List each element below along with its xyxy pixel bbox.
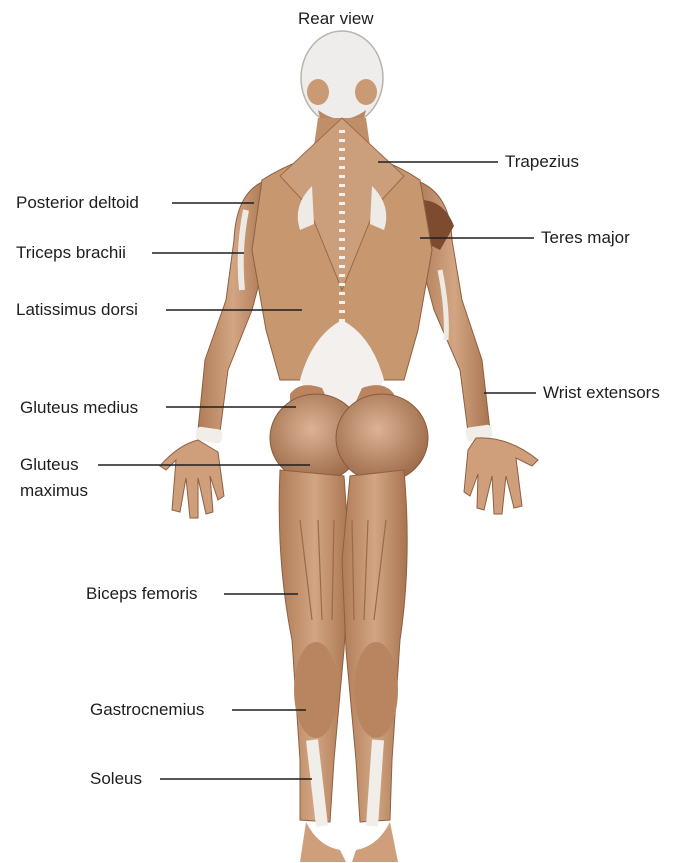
label-gluteus-maximus-line1: Gluteus — [20, 455, 79, 475]
label-gluteus-medius: Gluteus medius — [20, 398, 138, 418]
legs — [279, 470, 407, 862]
head — [301, 31, 383, 130]
label-soleus: Soleus — [90, 769, 142, 789]
label-latissimus-dorsi: Latissimus dorsi — [16, 300, 138, 320]
label-triceps-brachii: Triceps brachii — [16, 243, 126, 263]
label-gluteus-maximus-line2: maximus — [20, 481, 88, 501]
label-biceps-femoris: Biceps femoris — [86, 584, 197, 604]
label-teres-major: Teres major — [541, 228, 630, 248]
right-arm — [418, 182, 538, 514]
figure-title: Rear view — [298, 9, 374, 29]
label-posterior-deltoid: Posterior deltoid — [16, 193, 139, 213]
label-trapezius: Trapezius — [505, 152, 579, 172]
label-gastrocnemius: Gastrocnemius — [90, 700, 204, 720]
left-arm — [160, 182, 268, 518]
label-wrist-extensors: Wrist extensors — [543, 383, 660, 403]
